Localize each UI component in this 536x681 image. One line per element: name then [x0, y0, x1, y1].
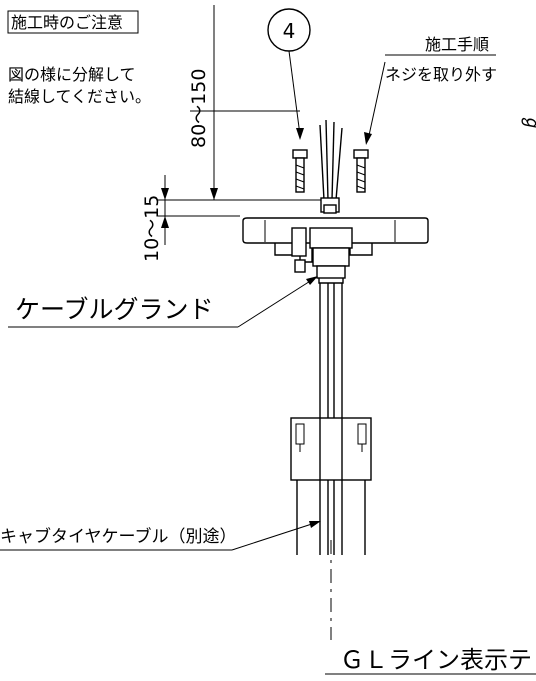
cable-gland-text: ケーブルグランド [15, 295, 214, 324]
installation-notes: 施工時のご注意 図の様に分解して 結線してください。 [7, 10, 151, 106]
notes-line-2: 結線してください。 [8, 87, 151, 106]
cable-gland [309, 227, 353, 284]
notes-line-1: 図の様に分解して [8, 65, 136, 84]
cabtyre-cable-text: キャブタイヤケーブル（別途） [0, 526, 236, 547]
cabtyre-cable-label: キャブタイヤケーブル（別途） [0, 521, 321, 551]
procedure-step: ネジを取り外す [385, 65, 497, 84]
dimension-lower-text: 10～15 [141, 195, 163, 262]
callout-number: 4 [283, 19, 296, 43]
procedure: 施工手順 ネジを取り外す [364, 35, 497, 145]
gl-line-label: ＧＬライン表示テ [325, 646, 536, 675]
screw-left [292, 149, 308, 193]
callout-4: 4 [267, 8, 311, 140]
notes-title-box [7, 10, 139, 34]
gl-line-text: ＧＬライン表示テ [340, 646, 532, 674]
wires [319, 119, 343, 214]
edge-mark: ℊ [521, 114, 536, 132]
notes-title: 施工時のご注意 [11, 13, 123, 32]
dimension-lower: 10～15 [141, 175, 240, 262]
cable-gland-label: ケーブルグランド [8, 276, 318, 328]
procedure-title: 施工手順 [425, 35, 489, 54]
screw-right [353, 149, 369, 193]
dimension-upper: 80～150 [188, 5, 330, 201]
pole-body [290, 417, 372, 555]
dimension-upper-text: 80～150 [188, 69, 210, 148]
